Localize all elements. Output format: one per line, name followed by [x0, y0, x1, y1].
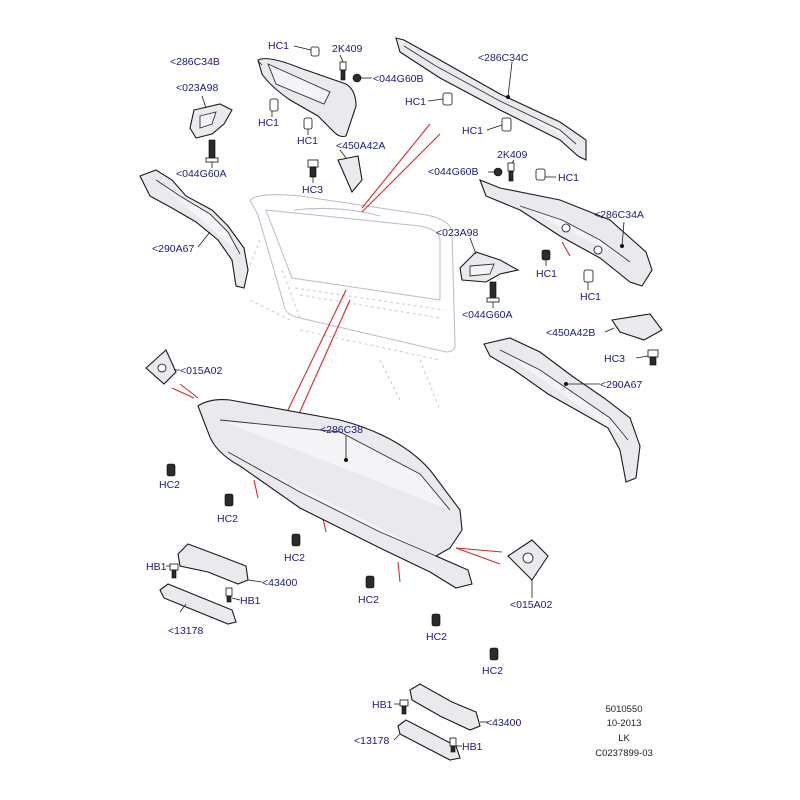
- label-hc3-left: HC3: [302, 184, 323, 196]
- clip-hc3-right: [647, 349, 659, 366]
- clip-hc2-b: [224, 493, 234, 507]
- screw-2k409-right: [507, 162, 515, 182]
- label-hc1-right: HC1: [558, 172, 579, 184]
- label-hc1-mid: HC1: [297, 135, 318, 147]
- clip-hc2-e: [431, 613, 441, 627]
- label-13178-b: <13178: [354, 735, 389, 747]
- label-450a42a: <450A42A: [336, 140, 385, 152]
- clip-hc2-d: [365, 575, 375, 589]
- hinge-43400-a: [177, 543, 249, 585]
- callout-labels: HC1 2K409 <286C34B <286C34C <044G60B <02…: [146, 40, 644, 753]
- bracket-450a42b: [611, 313, 663, 341]
- label-hc2-f: HC2: [482, 665, 503, 677]
- screw-2k409-top: [339, 61, 347, 81]
- label-hb1-d: HB1: [462, 741, 483, 753]
- label-044g60b-right: <044G60B: [428, 166, 479, 178]
- label-023a98-right: <023A98: [436, 227, 478, 239]
- screw-hb1-d: [449, 737, 457, 753]
- label-290a67-right: <290A67: [600, 379, 642, 391]
- bolt-044g60a-right: [486, 281, 500, 303]
- label-044g60a-right: <044G60A: [462, 309, 513, 321]
- trim-286c34b: [257, 58, 357, 138]
- clip-hc1-mid: [303, 117, 313, 130]
- label-015a02-left: <015A02: [180, 365, 222, 377]
- label-290a67-left: <290A67: [152, 243, 194, 255]
- label-044g60b-top: <044G60B: [373, 73, 424, 85]
- bracket-023a98-right: [459, 251, 520, 283]
- bolt-044g60a-left: [205, 139, 219, 163]
- info-line-4: C0237899-03: [595, 748, 653, 759]
- label-hc2-c: HC2: [284, 552, 305, 564]
- screw-hb1-c: [399, 699, 409, 715]
- nut-044g60b-top: [352, 73, 362, 83]
- label-hb1-b: HB1: [240, 595, 261, 607]
- label-044g60a-left: <044G60A: [176, 168, 227, 180]
- label-023a98-left: <023A98: [176, 82, 218, 94]
- label-hc1-top: HC1: [268, 40, 289, 52]
- label-286c34b: <286C34B: [170, 56, 220, 68]
- label-hc2-d: HC2: [358, 594, 379, 606]
- trim-286c34a: [479, 179, 653, 287]
- label-286c38: <286C38: [320, 424, 363, 436]
- label-hc2-a: HC2: [159, 479, 180, 491]
- label-hc1-left: HC1: [258, 117, 279, 129]
- clip-hc2-c: [291, 533, 301, 547]
- clip-hc2-f: [489, 647, 499, 661]
- clip-hc1-left: [269, 98, 279, 112]
- label-2k409-right: 2K409: [497, 149, 528, 161]
- trim-290a67-left: [139, 169, 249, 289]
- clip-hc1-right-c: [583, 269, 594, 283]
- trim-290a67-right: [483, 337, 641, 483]
- info-line-2: 10-2013: [607, 718, 642, 729]
- label-hc1-right-b: HC1: [536, 268, 557, 280]
- red-indicator-lines: [171, 123, 571, 583]
- label-hc1-right-c: HC1: [580, 291, 601, 303]
- label-43400-a: <43400: [262, 577, 297, 589]
- info-line-1: 5010550: [606, 704, 643, 715]
- label-286c34a: <286C34A: [594, 209, 644, 221]
- hinge-43400-b: [409, 683, 481, 731]
- label-015a02-right: <015A02: [510, 599, 552, 611]
- label-hc1-c34c-b: HC1: [462, 125, 483, 137]
- panel-286c38: [197, 399, 473, 589]
- label-286c34c: <286C34C: [478, 52, 529, 64]
- screw-hb1-b: [225, 587, 233, 603]
- clip-hc1-c34c-a: [442, 92, 453, 106]
- clip-hc1-top: [310, 46, 320, 57]
- label-43400-b: <43400: [486, 717, 521, 729]
- bracket-023a98-left: [189, 103, 233, 139]
- drawing-info-block: 5010550 10-2013 LK C0237899-03: [595, 704, 653, 759]
- label-hb1-a: HB1: [146, 561, 167, 573]
- label-2k409-top: 2K409: [332, 43, 363, 55]
- label-hc2-e: HC2: [426, 631, 447, 643]
- nut-044g60b-right: [493, 167, 503, 177]
- clip-hc1-right-b: [541, 249, 551, 261]
- trim-286c34c: [395, 37, 587, 161]
- clip-hc2-a: [166, 463, 176, 477]
- corner-015a02-left: [145, 349, 177, 385]
- clip-hc3-left: [307, 159, 319, 178]
- screw-hb1-a: [169, 563, 179, 579]
- clip-hc1-right: [535, 168, 546, 181]
- clip-hc1-c34c-b: [501, 117, 512, 132]
- corner-015a02-right: [507, 539, 549, 581]
- info-line-3: LK: [618, 733, 630, 744]
- label-hc2-b: HC2: [217, 513, 238, 525]
- label-13178-a: <13178: [168, 625, 203, 637]
- bracket-450a42a: [337, 155, 363, 194]
- hinge-13178-a: [159, 583, 237, 625]
- label-450a42b: <450A42B: [546, 327, 595, 339]
- label-hb1-c: HB1: [372, 699, 393, 711]
- label-hc1-c34c-a: HC1: [405, 96, 426, 108]
- label-hc3-right: HC3: [604, 353, 625, 365]
- tailgate-ghost-outline: [239, 194, 456, 411]
